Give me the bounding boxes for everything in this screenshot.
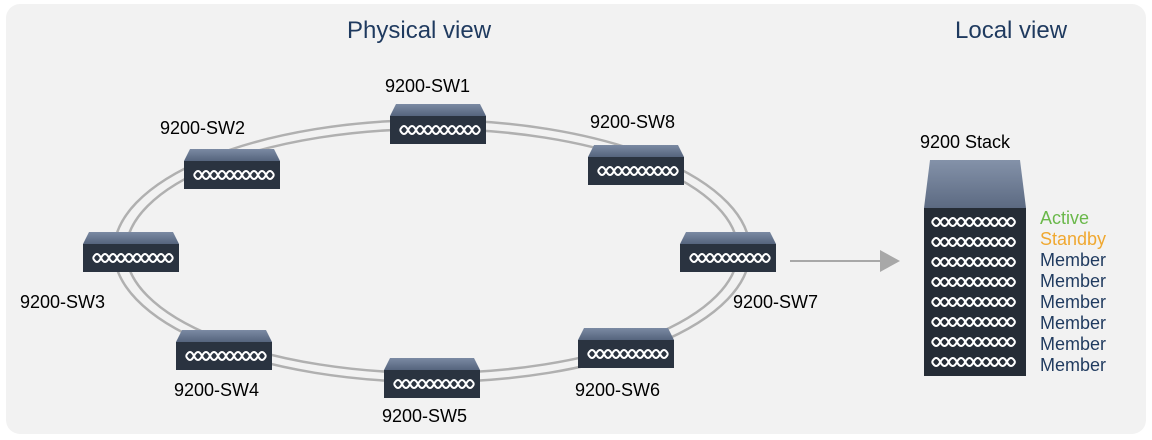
switch-sw8-icon (588, 145, 684, 185)
stack-role-3: Member (1040, 250, 1107, 270)
switch-label-sw6: 9200-SW6 (575, 380, 661, 400)
stack-role-2: Standby (1040, 229, 1107, 249)
stack-role-7: Member (1040, 334, 1107, 354)
stack-tower-icon (924, 160, 1026, 376)
stack-role-8: Member (1040, 355, 1107, 375)
switch-sw1-icon (390, 104, 486, 144)
switch-label-sw1: 9200-SW1 (385, 76, 471, 96)
switch-label-sw5: 9200-SW5 (382, 406, 468, 426)
switch-sw5-icon (384, 358, 480, 398)
switch-label-sw3: 9200-SW3 (20, 292, 106, 312)
switch-sw6-icon (578, 328, 674, 368)
stack-role-1: Active (1040, 208, 1090, 228)
stack-role-6: Member (1040, 313, 1107, 333)
arrow-icon (790, 250, 900, 272)
switch-sw2-icon (184, 149, 280, 189)
switch-label-sw7: 9200-SW7 (733, 292, 819, 312)
switch-sw3-icon (83, 232, 179, 272)
switch-label-sw4: 9200-SW4 (174, 380, 260, 400)
local-view-title: Local view (955, 17, 1068, 44)
switch-sw4-icon (176, 330, 272, 370)
switch-label-sw2: 9200-SW2 (160, 118, 246, 138)
switch-label-sw8: 9200-SW8 (590, 112, 676, 132)
stack-label: 9200 Stack (920, 132, 1011, 152)
switch-sw7-icon (680, 232, 776, 272)
stack-role-4: Member (1040, 271, 1107, 291)
physical-view-title: Physical view (347, 17, 492, 44)
stack-role-5: Member (1040, 292, 1107, 312)
